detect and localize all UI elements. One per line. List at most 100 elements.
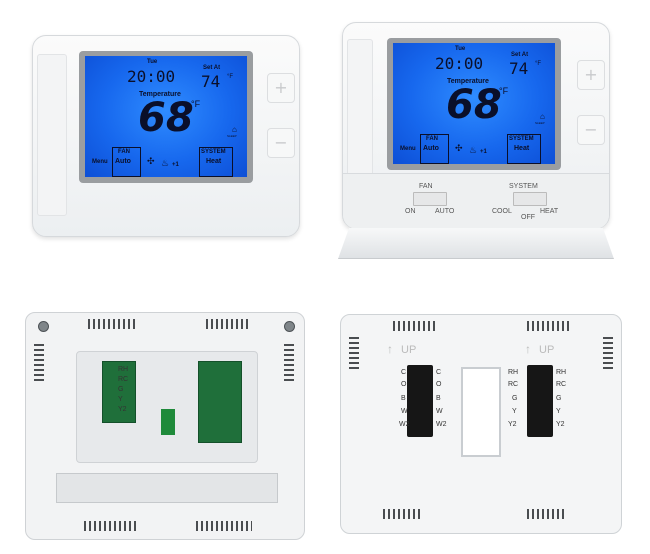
- lcd-screen: Tue 20:00 Set At 74 °F Temperature 68 °F…: [85, 56, 247, 177]
- wire-label: W: [436, 408, 443, 415]
- top-vent-left: [88, 319, 136, 329]
- lcd-screen: Tue 20:00 Set At 74 °F Temperature 68 °F…: [393, 43, 555, 164]
- menu-label: Menu: [400, 146, 416, 152]
- switch-strip: [343, 173, 609, 229]
- sleep-label: SLEEP: [227, 134, 237, 138]
- wire-label: Y2: [556, 421, 565, 428]
- wire-label: W: [401, 408, 408, 415]
- thermostat-housing-open: Tue 20:00 Set At 74 °F Temperature 68 °F…: [342, 22, 610, 229]
- up-label-left: UP: [401, 344, 417, 356]
- sleep-label: SLEEP: [535, 121, 545, 125]
- system-switch-cool: COOL: [492, 208, 512, 215]
- stage-label: +1: [480, 149, 487, 155]
- battery-tray: [56, 473, 278, 503]
- system-box: [199, 147, 233, 177]
- wire-label: O: [436, 381, 442, 388]
- open-cover-flap: [338, 228, 614, 259]
- system-label: SYSTEM: [201, 149, 226, 155]
- wire-label: RC: [556, 381, 567, 388]
- system-switch-title: SYSTEM: [509, 183, 538, 190]
- wall-plate-panel: ↑ UP ↑ UP C O B W W2 C O B W W2 RH RC G …: [325, 290, 650, 554]
- system-label: SYSTEM: [509, 136, 534, 142]
- current-temperature-unit: °F: [191, 99, 201, 109]
- temp-down-button[interactable]: −: [267, 128, 295, 158]
- wire-label: W2: [399, 421, 410, 428]
- wire-label: B: [436, 395, 441, 402]
- current-temperature-unit: °F: [499, 86, 509, 96]
- set-temperature: 74: [201, 72, 221, 91]
- current-temperature: 68: [138, 95, 194, 141]
- thermostat-housing: Tue 20:00 Set At 74 °F Temperature 68 °F…: [32, 35, 300, 237]
- pcb-left: [102, 361, 136, 423]
- up-arrow-right: ↑: [525, 342, 531, 356]
- screw-icon: [38, 321, 49, 332]
- fan-icon: ✣: [455, 143, 463, 153]
- wire-label: Y: [512, 408, 517, 415]
- system-box: [507, 134, 541, 164]
- sleep-icon: ⌂: [540, 112, 545, 121]
- wire-opening: [461, 367, 501, 457]
- terminal-block-right: [527, 365, 553, 437]
- back-housing: RH RC G Y Y2: [25, 312, 305, 540]
- fan-label: FAN: [426, 136, 438, 142]
- set-temperature-unit: °F: [535, 61, 542, 67]
- fan-switch[interactable]: [413, 192, 447, 206]
- set-temperature-unit: °F: [227, 74, 234, 80]
- temperature-label: Temperature: [139, 91, 181, 98]
- set-at-label: Set At: [203, 65, 221, 71]
- wire-label: B: [401, 395, 406, 402]
- right-vent: [284, 341, 294, 381]
- wire-label: C: [401, 369, 407, 376]
- terminal-label: RH: [118, 366, 129, 373]
- terminal-label: G: [118, 386, 124, 393]
- wall-plate: ↑ UP ↑ UP C O B W W2 C O B W W2 RH RC G …: [340, 314, 622, 534]
- fan-box: [420, 134, 449, 164]
- fan-mode: Auto: [115, 158, 131, 165]
- fan-switch-auto: AUTO: [435, 208, 455, 215]
- flame-icon: ♨: [161, 158, 170, 168]
- bottom-vent-left: [383, 509, 423, 519]
- left-side-pad: [37, 54, 67, 216]
- set-at-label: Set At: [511, 52, 529, 58]
- wire-label: O: [401, 381, 407, 388]
- fan-label: FAN: [118, 149, 130, 155]
- day-label: Tue: [147, 59, 158, 65]
- system-mode: Heat: [514, 145, 530, 152]
- time-readout: 20:00: [435, 54, 484, 73]
- time-readout: 20:00: [127, 67, 176, 86]
- right-vent: [603, 335, 613, 369]
- wire-label: RH: [508, 369, 519, 376]
- left-vent: [34, 341, 44, 381]
- terminal-label: Y: [118, 396, 123, 403]
- fan-box: [112, 147, 141, 177]
- screw-icon: [284, 321, 295, 332]
- temp-up-button[interactable]: +: [267, 73, 295, 103]
- fan-mode: Auto: [423, 145, 439, 152]
- wire-label: RH: [556, 369, 567, 376]
- system-switch-off: OFF: [521, 214, 535, 221]
- left-vent: [349, 335, 359, 369]
- terminal-block-left: [407, 365, 433, 437]
- bottom-vent-right: [196, 521, 252, 531]
- wire-label: RC: [508, 381, 519, 388]
- top-vent-left: [393, 321, 437, 331]
- bottom-vent-right: [527, 509, 567, 519]
- top-vent-right: [527, 321, 571, 331]
- back-view-panel: RH RC G Y Y2: [0, 290, 325, 554]
- wire-label: Y2: [508, 421, 517, 428]
- fan-switch-on: ON: [405, 208, 416, 215]
- system-mode: Heat: [206, 158, 222, 165]
- temp-down-button[interactable]: −: [577, 115, 605, 145]
- bottom-vent-left: [84, 521, 136, 531]
- wire-label: W2: [436, 421, 447, 428]
- stage-label: +1: [172, 162, 179, 168]
- system-switch-heat: HEAT: [540, 208, 559, 215]
- front-open-panel: Tue 20:00 Set At 74 °F Temperature 68 °F…: [325, 0, 650, 270]
- fan-switch-title: FAN: [419, 183, 433, 190]
- terminal-label: RC: [118, 376, 129, 383]
- temp-up-button[interactable]: +: [577, 60, 605, 90]
- wire-label: C: [436, 369, 442, 376]
- wire-label: G: [556, 395, 562, 402]
- wire-label: G: [512, 395, 518, 402]
- system-switch[interactable]: [513, 192, 547, 206]
